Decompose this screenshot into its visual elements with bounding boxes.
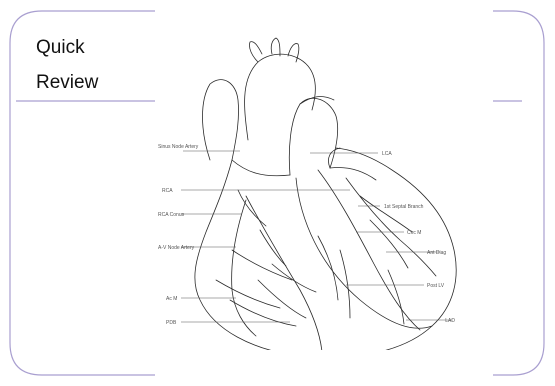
slide-title: Quick Review bbox=[36, 30, 146, 100]
title-line-2: Review bbox=[36, 65, 146, 100]
label-rca: RCA bbox=[162, 188, 173, 194]
aortic-arch bbox=[245, 54, 316, 140]
label-post-lv: Post LV bbox=[427, 283, 445, 289]
lad-artery bbox=[318, 170, 420, 330]
label-lad: LAD bbox=[445, 318, 455, 324]
label-rca-conus: RCA Conus bbox=[158, 212, 185, 218]
title-line-1: Quick bbox=[36, 30, 146, 65]
label-av-node-artery: A-V Node Artery bbox=[158, 245, 195, 251]
label-circ-m: Circ M bbox=[407, 230, 421, 236]
label-sinus-node-artery: Sinus Node Artery bbox=[158, 144, 199, 150]
label-ac-m: Ac M bbox=[166, 296, 177, 302]
label-first-septal-branch: 1st Septal Branch bbox=[384, 204, 424, 210]
svc bbox=[203, 80, 239, 160]
pulmonary-artery bbox=[289, 98, 337, 175]
label-pdb: PDB bbox=[166, 320, 177, 326]
label-lca: LCA bbox=[382, 151, 392, 157]
heart-coronary-anatomy-diagram: Sinus Node Artery RCA RCA Conus A-V Node… bbox=[150, 36, 466, 350]
label-ant-diag: Ant Diag bbox=[427, 250, 446, 256]
